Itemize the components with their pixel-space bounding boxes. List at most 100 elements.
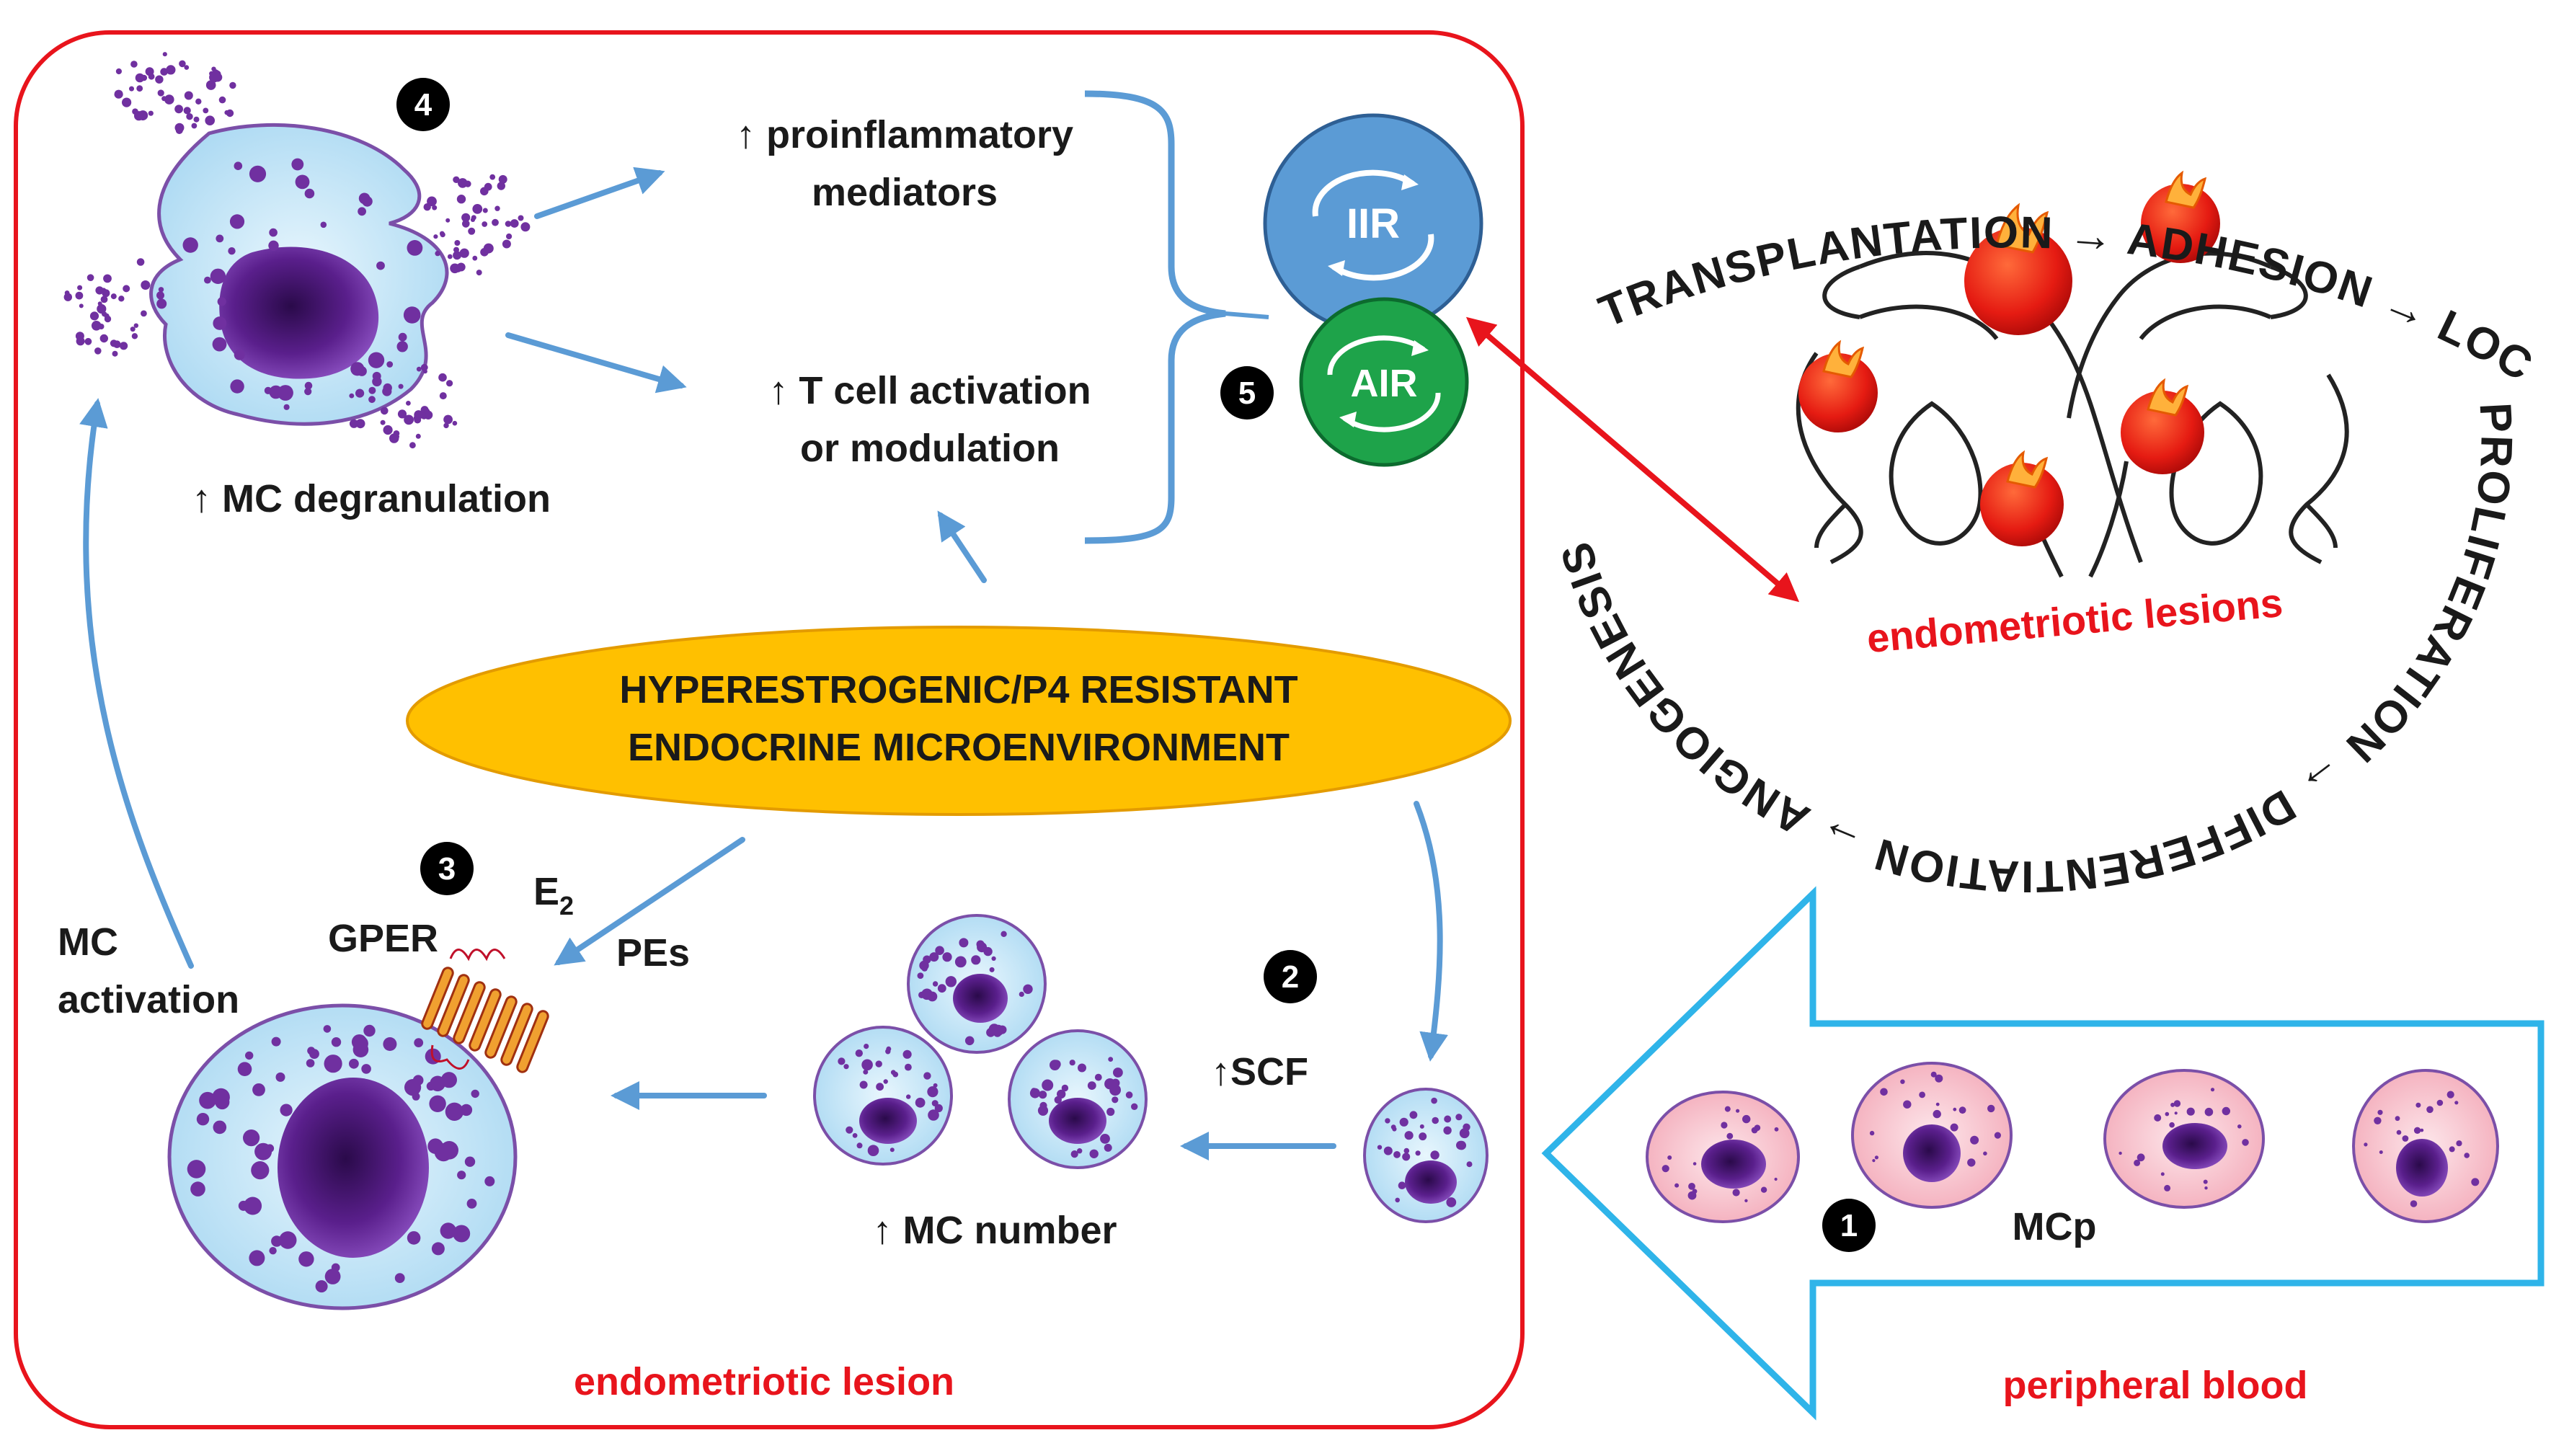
granule bbox=[1880, 1088, 1888, 1096]
granule bbox=[63, 293, 73, 301]
granule bbox=[1385, 1118, 1390, 1124]
granule bbox=[505, 221, 512, 227]
granule bbox=[497, 182, 505, 190]
granule bbox=[130, 61, 138, 68]
granule bbox=[229, 81, 236, 89]
granule bbox=[404, 414, 414, 425]
granule bbox=[244, 1197, 262, 1215]
granule bbox=[1100, 1134, 1110, 1144]
granule bbox=[494, 205, 500, 211]
granule bbox=[122, 97, 132, 107]
granule bbox=[432, 205, 438, 210]
step-badge-2: 2 bbox=[1264, 950, 1317, 1003]
gper-label: GPER bbox=[328, 917, 438, 960]
granule bbox=[843, 1064, 849, 1070]
step-badge-3: 3 bbox=[420, 842, 474, 895]
granule bbox=[988, 1024, 1000, 1035]
granule bbox=[435, 250, 440, 257]
granule bbox=[2186, 1107, 2195, 1116]
granule bbox=[1455, 1114, 1463, 1121]
bracket-stem bbox=[1225, 311, 1269, 319]
granule bbox=[1069, 1060, 1075, 1066]
granule bbox=[498, 174, 507, 184]
granule bbox=[2454, 1101, 2459, 1105]
tcell-label-1: ↑ T cell activation bbox=[768, 369, 1091, 412]
granule bbox=[1108, 1057, 1114, 1062]
granule bbox=[1935, 1074, 1943, 1083]
granule bbox=[2402, 1135, 2409, 1142]
granule bbox=[376, 261, 385, 270]
peripheral-blood-arrow bbox=[1541, 886, 2545, 1421]
granule bbox=[420, 363, 428, 371]
granule bbox=[104, 315, 112, 323]
granule bbox=[942, 952, 952, 962]
granule bbox=[349, 1058, 359, 1069]
granule bbox=[306, 1059, 315, 1067]
granule bbox=[395, 434, 399, 439]
granule bbox=[2379, 1150, 2383, 1154]
granule bbox=[472, 255, 478, 261]
granule bbox=[1874, 1155, 1878, 1160]
granule bbox=[502, 239, 511, 249]
granule bbox=[191, 123, 198, 129]
granule bbox=[2164, 1184, 2171, 1191]
granule bbox=[480, 248, 489, 257]
proinflammatory-label-1: ↑ proinflammatory bbox=[736, 113, 1073, 156]
granule bbox=[145, 67, 154, 76]
granule bbox=[945, 976, 957, 987]
granule bbox=[484, 182, 492, 191]
granule bbox=[883, 1079, 888, 1084]
granule bbox=[440, 1072, 458, 1088]
granule bbox=[1933, 1109, 1941, 1119]
granule bbox=[1031, 1088, 1037, 1094]
granule bbox=[129, 86, 134, 92]
granule bbox=[228, 247, 236, 255]
granule bbox=[954, 956, 967, 968]
granule bbox=[1419, 1124, 1424, 1129]
granule bbox=[1404, 1131, 1414, 1140]
granule bbox=[2377, 1109, 2383, 1115]
granule bbox=[440, 232, 445, 238]
mcp-label: MCp bbox=[2013, 1205, 2097, 1248]
cluster-granules bbox=[838, 931, 1138, 1159]
granule bbox=[112, 350, 118, 357]
granule bbox=[1077, 1148, 1083, 1154]
granule bbox=[102, 289, 110, 298]
granule bbox=[2160, 1172, 2165, 1176]
granule bbox=[1432, 1117, 1439, 1124]
granule bbox=[852, 1133, 858, 1138]
mast-cell-cluster bbox=[813, 914, 1148, 1169]
granule bbox=[381, 407, 389, 415]
granule bbox=[933, 1083, 938, 1088]
granule bbox=[162, 52, 167, 57]
granule bbox=[97, 301, 102, 306]
granule bbox=[1039, 1091, 1047, 1099]
granule bbox=[1754, 1124, 1761, 1131]
granule bbox=[445, 1102, 464, 1122]
mcp-cells bbox=[1646, 1062, 2499, 1223]
granule bbox=[234, 349, 245, 360]
granule bbox=[2174, 1111, 2178, 1115]
granule bbox=[416, 366, 422, 372]
granule bbox=[357, 366, 367, 376]
granule bbox=[79, 303, 84, 308]
granule bbox=[383, 1037, 397, 1051]
granule bbox=[1930, 1071, 1937, 1078]
granule bbox=[867, 1145, 879, 1156]
granule bbox=[320, 221, 327, 228]
step-badge-1: 1 bbox=[1822, 1199, 1876, 1252]
granule bbox=[929, 952, 939, 962]
granule bbox=[506, 233, 513, 240]
granule bbox=[1736, 1109, 1740, 1113]
granule bbox=[1774, 1127, 1779, 1132]
granule bbox=[1430, 1150, 1439, 1160]
granule bbox=[304, 388, 312, 396]
lesions bbox=[1798, 170, 2220, 546]
granule bbox=[132, 108, 138, 115]
svg-text:3: 3 bbox=[438, 851, 456, 887]
granule bbox=[917, 972, 924, 979]
granule bbox=[2119, 1151, 2122, 1155]
endocrine-label-2: ENDOCRINE MICROENVIRONMENT bbox=[628, 726, 1290, 769]
granule bbox=[383, 425, 393, 435]
